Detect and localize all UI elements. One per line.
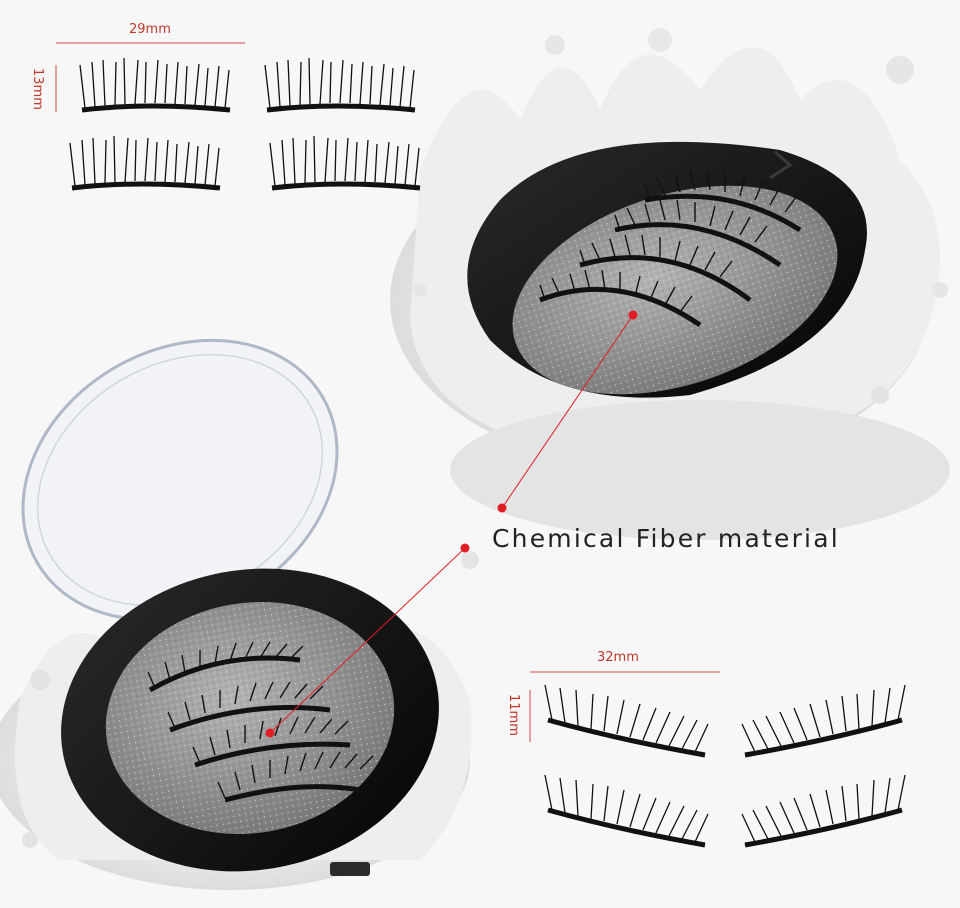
milk-pool — [450, 400, 950, 540]
bottom-lash-width-label: 32mm — [597, 650, 639, 665]
top-lash-height-label: 13mm — [30, 68, 45, 110]
lashes-in-bottom-case — [147, 641, 374, 803]
lash-case-bottom — [61, 568, 439, 876]
lash-strips-top — [70, 58, 420, 188]
material-caption: Chemical Fiber material — [492, 524, 840, 553]
top-lash-width-label: 29mm — [129, 22, 171, 37]
lash-case-top — [467, 141, 867, 398]
callout-pointers — [265, 310, 638, 738]
callout-dot-label-bottom — [460, 543, 470, 553]
lashes-in-top-case — [539, 169, 802, 328]
callout-dot-top-case — [628, 310, 638, 320]
callout-dot-label-top — [497, 503, 507, 513]
dimension-lines — [55, 42, 720, 742]
bottom-lash-height-label: 11mm — [506, 694, 521, 736]
callout-dot-bottom-case — [265, 728, 275, 738]
lash-strips-bottom — [545, 685, 905, 845]
